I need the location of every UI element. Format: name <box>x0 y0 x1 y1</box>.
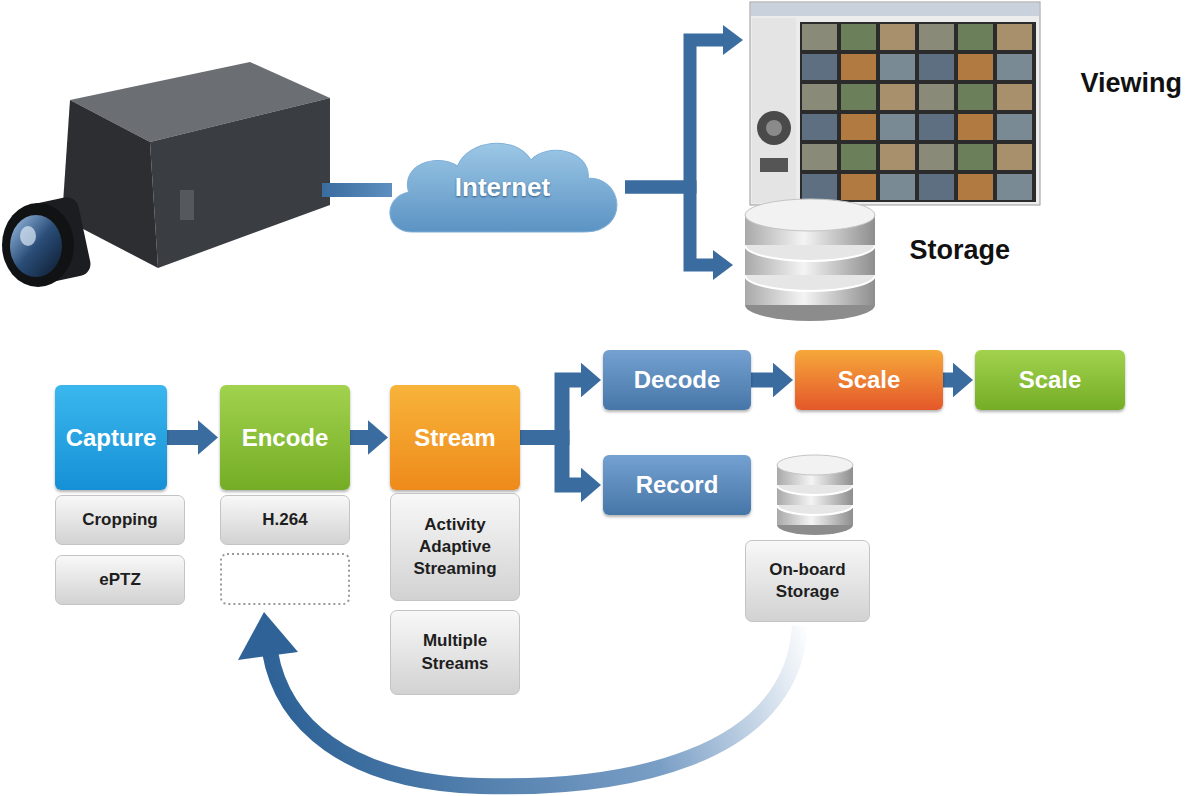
node-label: Capture <box>66 424 157 452</box>
node-label: Viewing <box>1080 68 1182 99</box>
process-box: Scale <box>975 350 1125 410</box>
feature-box: Cropping <box>55 495 185 545</box>
node-label: H.264 <box>262 509 307 531</box>
process-box: Encode <box>220 385 350 490</box>
feature-box: Multiple Streams <box>390 610 520 695</box>
process-box: Scale <box>795 350 943 410</box>
feature-box: On-board Storage <box>745 540 870 622</box>
flow-arrow <box>167 420 218 455</box>
node-label: Record <box>636 471 719 499</box>
feature-box: Activity Adaptive Streaming <box>390 493 520 601</box>
camera-illustration <box>2 62 330 287</box>
node-label: Scale <box>1019 366 1082 394</box>
node-label: ePTZ <box>99 569 141 591</box>
process-box: Stream <box>390 385 520 490</box>
feature-box: H.264 <box>220 495 350 545</box>
node-label: On-board Storage <box>754 559 861 603</box>
viewer-screenshot <box>750 2 1040 205</box>
process-box: Record <box>603 455 751 515</box>
node-label: Activity Adaptive Streaming <box>399 514 511 580</box>
output-target: Storage <box>735 195 1020 330</box>
internet-cloud: Internet <box>380 132 625 242</box>
empty-slot <box>221 554 349 604</box>
process-box: Capture <box>55 385 167 490</box>
output-target: Viewing <box>745 0 1190 210</box>
feature-box: ePTZ <box>55 555 185 605</box>
flow-arrow <box>751 363 793 398</box>
node-label: Cropping <box>82 509 158 531</box>
flow-arrow <box>943 363 973 398</box>
flow-arrow <box>625 25 743 187</box>
node-label: Scale <box>838 366 901 394</box>
node-label: Internet <box>455 172 550 203</box>
node-label: Decode <box>634 366 721 394</box>
node-label: Storage <box>909 235 1010 266</box>
flow-arrow <box>520 363 601 438</box>
node-label: Stream <box>414 424 495 452</box>
process-box: Decode <box>603 350 751 410</box>
flow-arrow <box>350 420 388 455</box>
onboard-cylinder <box>777 455 853 535</box>
node-label: Multiple Streams <box>399 630 511 674</box>
flow-arrow <box>520 438 601 503</box>
flow-arrow <box>625 187 733 280</box>
storage-cylinder <box>745 199 875 321</box>
node-label: Encode <box>242 424 329 452</box>
network-link <box>322 183 392 197</box>
